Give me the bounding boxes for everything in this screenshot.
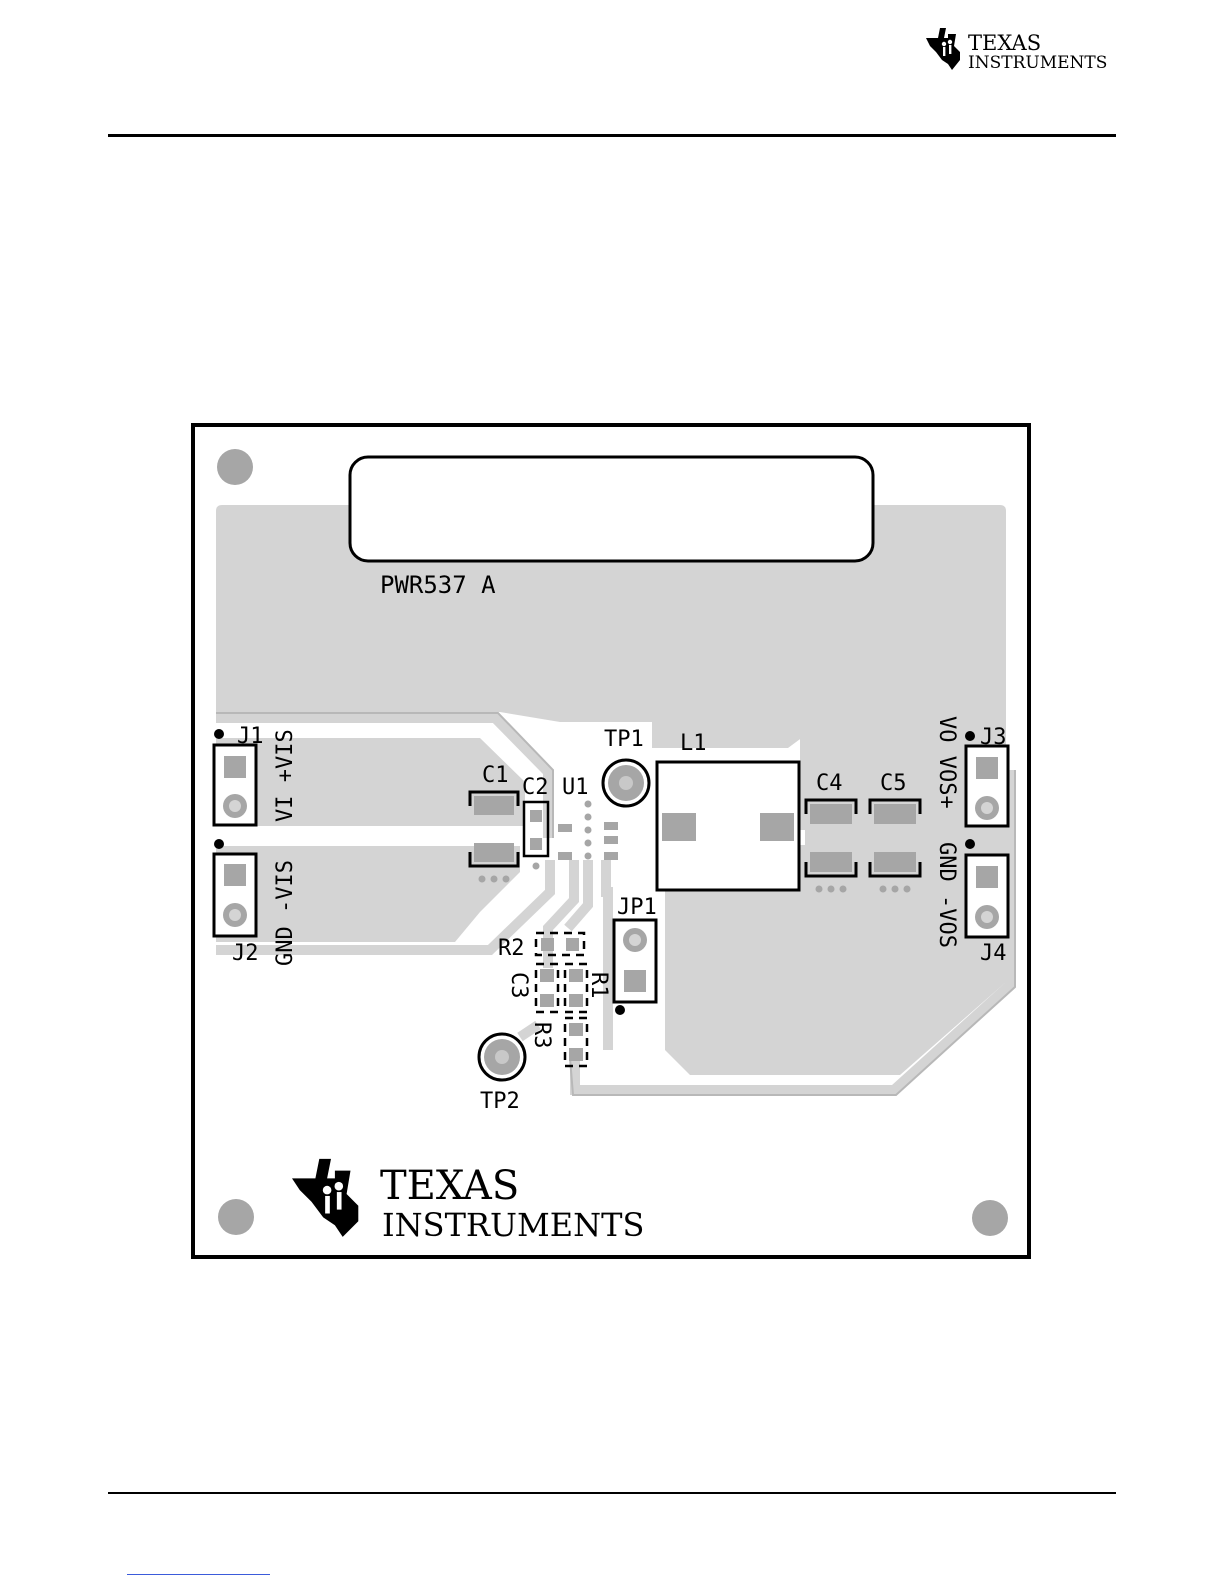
label-gnd-minus-vis: GND -VIS [273,860,298,966]
test-point-tp2: TP2 [479,1034,525,1114]
board-part-number: PWR537 A [380,571,496,599]
label-c3: C3 [506,972,531,999]
label-c5: C5 [880,771,907,796]
label-r2: R2 [498,936,525,961]
label-jp1: JP1 [617,895,657,920]
label-area-box [350,457,873,561]
connector-j3: J3 [965,725,1008,826]
footer-link-underline[interactable] [127,1574,270,1575]
label-vo-plus-vos: VO VOS+ [934,716,959,809]
label-j4: J4 [980,941,1007,966]
label-gnd-minus-vos: GND -VOS [934,842,959,948]
label-j2: J2 [232,941,259,966]
label-l1: L1 [680,731,707,756]
label-u1: U1 [562,775,589,800]
board-logo-line2: Instruments [382,1206,644,1244]
label-r3: R3 [529,1022,554,1049]
label-r1: R1 [586,972,611,999]
label-j1: J1 [237,724,264,749]
label-tp2: TP2 [480,1089,520,1114]
label-c2: C2 [522,775,549,800]
label-tp1: TP1 [604,727,644,752]
label-c4: C4 [816,771,843,796]
test-point-tp1: TP1 [603,727,649,806]
bottom-rule [108,1492,1116,1494]
label-j3: J3 [980,725,1007,750]
label-vi-plus-vis: VI +VIS [273,729,298,822]
jumper-jp1: JP1 [614,895,657,1015]
board-logo-line1: Texas [380,1163,519,1209]
label-c1: C1 [482,763,509,788]
